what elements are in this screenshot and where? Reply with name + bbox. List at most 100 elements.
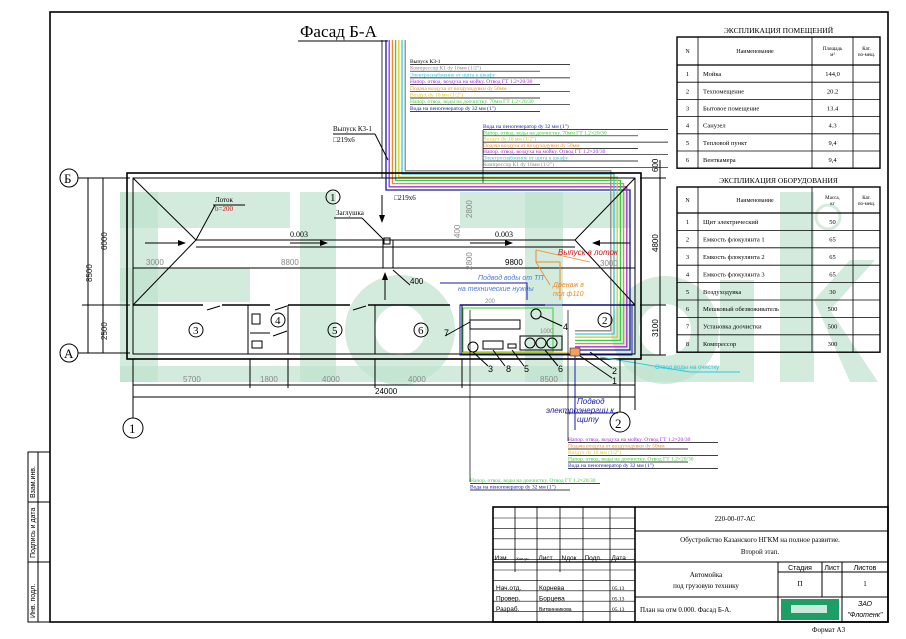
dim-4000a: 4000 bbox=[322, 375, 340, 384]
dim-tray-9800: 9800 bbox=[505, 258, 523, 267]
tray-width: b=200 bbox=[215, 205, 233, 213]
dim-2800b: 2800 bbox=[465, 252, 474, 270]
callout-text: Напор. отвод. воды на доочистку. Отвод Г… bbox=[568, 457, 694, 463]
dimension-lines bbox=[82, 160, 666, 410]
project-name-1: Обустройство Казанского НГКМ на полное р… bbox=[680, 536, 840, 544]
table-cell: Санузел bbox=[703, 123, 726, 130]
top-date: 05.13 bbox=[612, 586, 625, 592]
room-2-mark: 2 bbox=[602, 315, 608, 327]
dim-2800a: 2800 bbox=[465, 200, 474, 218]
table-cell: 1 bbox=[686, 71, 689, 78]
room-4-mark: 4 bbox=[275, 315, 281, 327]
axis-1-marker bbox=[122, 417, 144, 439]
title-block-col-header: Nдок bbox=[562, 555, 577, 562]
axis-a-marker bbox=[59, 343, 79, 363]
axis-2-label: 2 bbox=[615, 416, 622, 431]
callout-text: Напор. отвод. воды на доочистку. 70мм ГТ… bbox=[410, 99, 534, 105]
callout-text: Выпуск К3-1 bbox=[410, 59, 441, 65]
table-cell: 300 bbox=[828, 341, 838, 348]
axis-a-label: А bbox=[64, 346, 74, 361]
table-cell: 9,4 bbox=[828, 140, 837, 147]
equip-mark-5: 5 bbox=[524, 364, 529, 374]
table-cell: 65 bbox=[829, 237, 836, 244]
dim-8500: 8500 bbox=[540, 375, 558, 384]
axis-markers: Б А 1 2 bbox=[59, 168, 631, 439]
pipe-line bbox=[385, 40, 631, 351]
equip-mark-4: 4 bbox=[563, 322, 568, 332]
drawing-title: Фасад Б-А bbox=[300, 22, 378, 41]
table-header: Масса,кг bbox=[825, 196, 840, 207]
drain-label-1: Дренаж в bbox=[552, 282, 584, 289]
object-name-2: под грузовую технику bbox=[673, 582, 739, 590]
callout-text: Компрессор К1 dy 16мм (1/2") bbox=[410, 65, 481, 72]
table-cell: 65 bbox=[829, 271, 836, 278]
callout-text: Подача воздуха от воздуходувки dy 50мм bbox=[483, 143, 580, 149]
callout-text: Напор. отвод. воздуха на мойку. Отвод ГТ… bbox=[483, 148, 606, 155]
stamp-replace-inv: Взам.инв. bbox=[30, 466, 37, 498]
sheets-value: 1 bbox=[863, 580, 867, 588]
dim-600: 600 bbox=[651, 158, 660, 172]
title-block-col-header: Подп. bbox=[585, 555, 602, 562]
stamp-signature-date: Подпись и дата bbox=[30, 508, 37, 558]
table-cell: Установка доочистки bbox=[703, 324, 762, 331]
table-header: Кат.по-мещ. bbox=[858, 196, 875, 207]
table-cell: 50 bbox=[829, 219, 836, 226]
pipe-line bbox=[398, 40, 618, 338]
signer-role: Нач.отд. bbox=[496, 585, 521, 592]
dim-2500: 2500 bbox=[100, 322, 109, 340]
power-label-2: электроэнергии к bbox=[546, 406, 615, 415]
table-cell: 30 bbox=[829, 289, 836, 296]
plan-labels: Выпуск К3-1 □219х6 □219х6 Лоток b=200 За… bbox=[195, 125, 719, 424]
equip-mark-2: 2 bbox=[612, 366, 617, 376]
room-3-mark: 3 bbox=[193, 325, 199, 337]
dim-4000b: 4000 bbox=[408, 375, 426, 384]
dim-5700: 5700 bbox=[183, 375, 201, 384]
table-cell: 144,0 bbox=[825, 71, 840, 78]
signer-role: Провер. bbox=[496, 595, 521, 602]
dim-tray-8800: 8800 bbox=[281, 258, 299, 267]
callout-text: Напор. отвод. воды на доочистку. Отвод Г… bbox=[470, 478, 596, 484]
tray-label: Лоток bbox=[215, 196, 233, 204]
dim-1800: 1800 bbox=[260, 375, 278, 384]
dim-1000: 1000 bbox=[540, 329, 554, 335]
equip-mark-7: 7 bbox=[444, 328, 449, 338]
dim-24000: 24000 bbox=[375, 387, 398, 396]
callout-text: Подача воздуха от воздуходувки dy 50мм bbox=[410, 86, 507, 92]
signer-name: Корнева bbox=[539, 585, 565, 592]
table-header: Кат.по-мещ. bbox=[858, 47, 875, 58]
equip-mark-8: 8 bbox=[506, 364, 511, 374]
callout-text: Воздух dy 16 мм (1/2") bbox=[568, 449, 621, 456]
room-1-mark: 1 bbox=[330, 192, 336, 204]
table-cell: 8 bbox=[686, 341, 689, 348]
water-supply-label-1: Подвод воды от ТП bbox=[478, 274, 544, 282]
equip-mark-1: 1 bbox=[612, 376, 617, 386]
table-cell: 6 bbox=[686, 157, 690, 164]
pipe-line bbox=[394, 40, 622, 342]
table-header: N bbox=[685, 198, 690, 204]
axis-1-label: 1 bbox=[129, 421, 136, 436]
table-cell: Тепловой пункт bbox=[703, 140, 747, 147]
building-plan bbox=[126, 172, 740, 430]
pipe-line bbox=[391, 40, 625, 345]
room-numbers: 1 2 3 4 5 6 bbox=[188, 189, 613, 338]
table-header: Наименование bbox=[736, 49, 774, 55]
table-cell: 5 bbox=[686, 140, 689, 147]
pipe-bundle bbox=[381, 40, 631, 351]
table-cell: Щит электрический bbox=[703, 219, 759, 226]
table-cell: 3 bbox=[686, 254, 689, 261]
callout-text: Вода на пеногенератор dy 32 мм (1") bbox=[483, 123, 569, 130]
table-cell: Емкость флокулянта 1 bbox=[703, 237, 765, 244]
stamp-inv-original: Инв. подл. bbox=[30, 584, 37, 618]
dim-4800: 4800 bbox=[651, 234, 660, 252]
power-label-3: щиту bbox=[577, 415, 600, 424]
table-cell: 4 bbox=[686, 123, 690, 130]
dim-overall-v: 8500 bbox=[85, 264, 94, 282]
table-header: Наименование bbox=[736, 198, 774, 204]
signer-name: Борцева bbox=[539, 595, 565, 602]
room-5-mark: 5 bbox=[332, 325, 338, 337]
table-cell: Бытовое помещение bbox=[703, 106, 759, 113]
